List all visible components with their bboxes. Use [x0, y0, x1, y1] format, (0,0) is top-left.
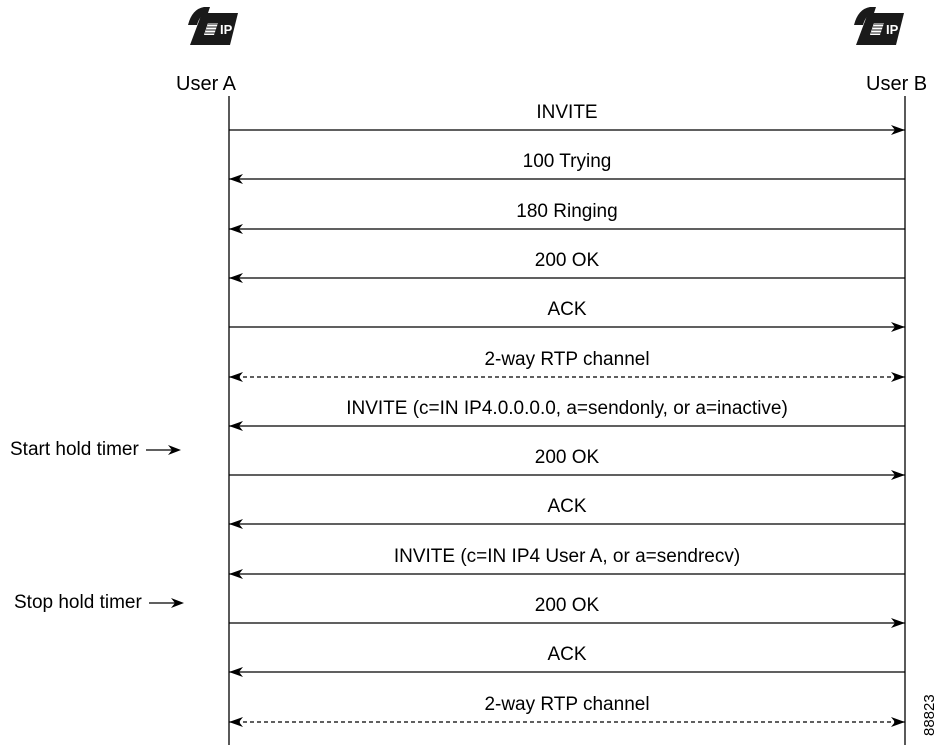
ip-phone-icon: IP: [188, 7, 238, 45]
message-label: ACK: [547, 299, 587, 320]
message-label: 2-way RTP channel: [484, 349, 650, 370]
message-label: INVITE (c=IN IP4.0.0.0.0, a=sendonly, or…: [346, 398, 788, 419]
arrowhead: [229, 667, 243, 677]
ip-phone-icon: IP: [854, 7, 904, 45]
arrowhead: [229, 372, 243, 382]
arrowhead: [891, 717, 905, 727]
figure-id: 88823: [921, 694, 938, 736]
arrowhead: [229, 273, 243, 283]
svg-text:IP: IP: [220, 22, 233, 37]
message-label: 200 OK: [534, 250, 600, 271]
message-label: 2-way RTP channel: [484, 694, 650, 715]
message-label: INVITE (c=IN IP4 User A, or a=sendrecv): [393, 546, 741, 567]
arrowhead: [891, 372, 905, 382]
arrowhead: [229, 421, 243, 431]
message-label: 200 OK: [534, 447, 600, 468]
start-hold-timer-label: Start hold timer: [10, 439, 139, 460]
arrowhead: [891, 618, 905, 628]
message-label: ACK: [547, 644, 587, 665]
arrowhead: [229, 717, 243, 727]
message-label: ACK: [547, 496, 587, 517]
arrowhead: [229, 569, 243, 579]
arrowhead: [891, 470, 905, 480]
right-arrow-icon: [146, 444, 182, 455]
stop-hold-timer-label: Stop hold timer: [14, 592, 142, 613]
message-label: 180 Ringing: [516, 201, 618, 222]
arrowhead: [891, 125, 905, 135]
right-arrow-icon: [149, 597, 185, 608]
start-hold-timer-annotation: Start hold timer: [10, 439, 184, 461]
svg-text:IP: IP: [886, 22, 899, 37]
message-label: INVITE: [536, 102, 598, 123]
arrowhead: [229, 224, 243, 234]
stop-hold-timer-annotation: Stop hold timer: [14, 592, 187, 614]
arrowhead: [229, 174, 243, 184]
message-label: 100 Trying: [522, 151, 612, 172]
arrowhead: [891, 322, 905, 332]
user-b-label: User B: [866, 73, 928, 95]
message-label: 200 OK: [534, 595, 600, 616]
arrowhead: [229, 519, 243, 529]
user-a-label: User A: [176, 73, 237, 95]
